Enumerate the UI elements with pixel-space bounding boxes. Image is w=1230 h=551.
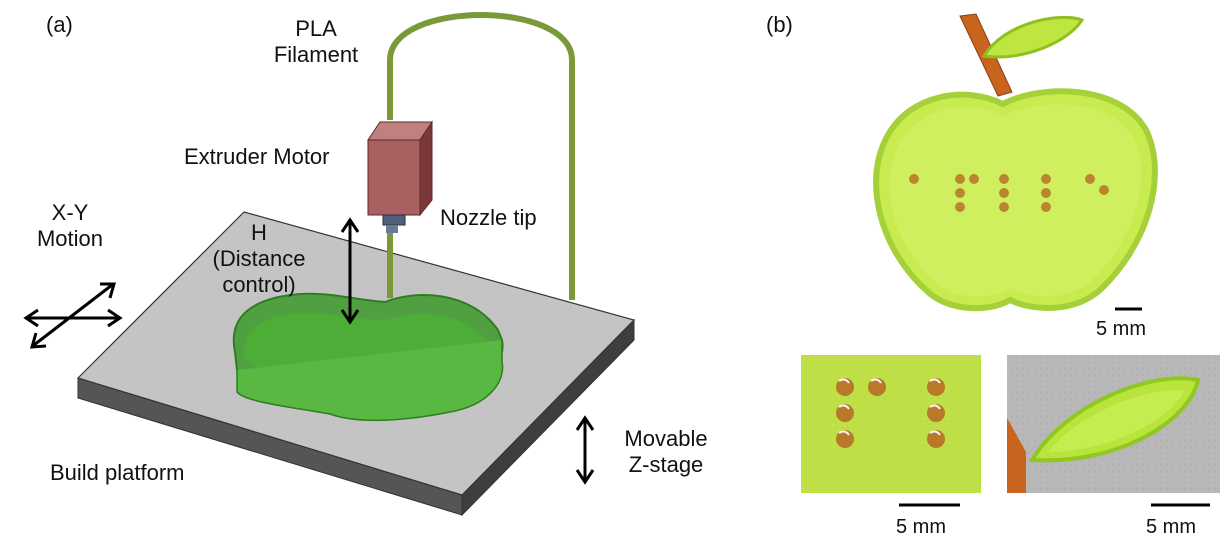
build-platform-label: Build platform bbox=[50, 460, 185, 485]
braille-scale-label: 5 mm bbox=[896, 516, 946, 538]
leaf-closeup-photo bbox=[1007, 355, 1220, 493]
panel-b-label: (b) bbox=[766, 12, 793, 37]
nozzle-tip-label: Nozzle tip bbox=[440, 205, 537, 230]
apple-photo bbox=[873, 13, 1158, 312]
distance-control-label: H (Distance control) bbox=[212, 220, 306, 297]
xy-motion-arrows bbox=[23, 282, 123, 349]
pla-filament-tube bbox=[387, 12, 575, 300]
apple-scale-label: 5 mm bbox=[1096, 318, 1146, 340]
z-stage-arrow bbox=[575, 415, 595, 485]
extruder-motor bbox=[367, 120, 433, 217]
braille-closeup-photo bbox=[801, 355, 981, 493]
panel-a-label: (a) bbox=[46, 12, 73, 37]
leaf-scale-label: 5 mm bbox=[1146, 516, 1196, 538]
distance-arrow bbox=[340, 217, 360, 325]
nozzle-tip bbox=[382, 214, 406, 233]
printed-apple-shape bbox=[232, 292, 504, 422]
extruder-motor-label: Extruder Motor bbox=[184, 144, 330, 169]
xy-motion-label: X-Y Motion bbox=[36, 200, 104, 251]
z-stage-label: Movable Z-stage bbox=[624, 426, 708, 477]
pla-filament-label: PLA Filament bbox=[273, 16, 359, 67]
